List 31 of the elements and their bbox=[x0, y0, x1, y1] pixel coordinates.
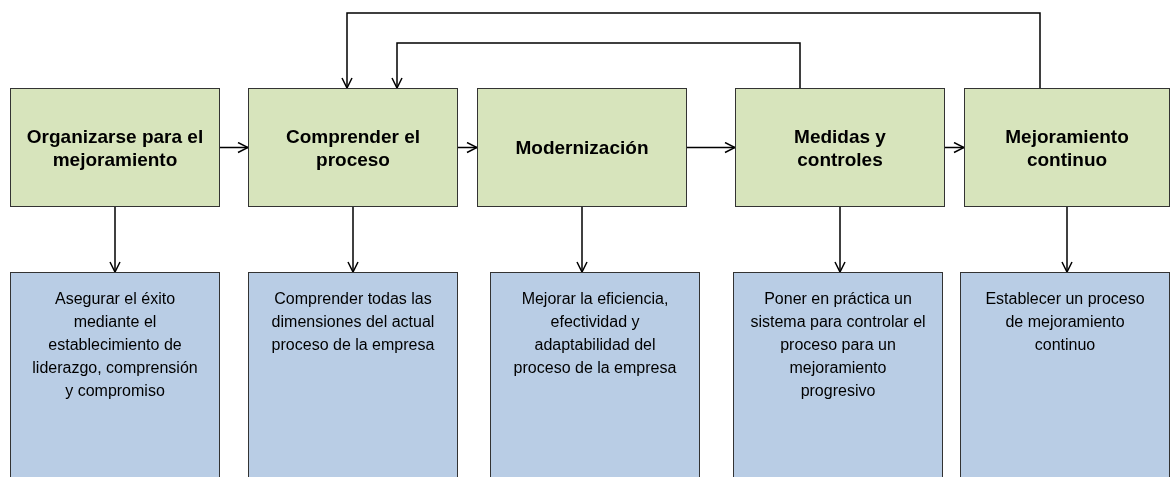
arrow bbox=[576, 206, 588, 273]
description-box bbox=[490, 272, 700, 477]
step-title: Medidas y controles bbox=[793, 124, 887, 171]
description-box bbox=[960, 272, 1170, 477]
arrow bbox=[347, 206, 359, 273]
process-box bbox=[10, 88, 220, 207]
process-box bbox=[964, 88, 1170, 207]
step-description: Establecer un proceso de mejoramiento continuo bbox=[984, 289, 1146, 355]
step-description: Asegurar el éxito mediante el establecimiento de liderazgo, comprensión y compromiso bbox=[31, 289, 199, 401]
step-title: Comprender el proceso bbox=[284, 124, 422, 171]
arrow bbox=[109, 206, 121, 273]
description-box bbox=[248, 272, 458, 477]
arrow bbox=[457, 141, 478, 154]
step-description: Comprender todas las dimensiones del actual proceso de la empresa bbox=[270, 289, 436, 355]
step-title: Mejoramiento continuo bbox=[1004, 124, 1130, 171]
arrow bbox=[219, 141, 249, 154]
description-box bbox=[733, 272, 943, 477]
arrow bbox=[341, 12, 1041, 89]
arrow bbox=[686, 141, 736, 154]
description-box bbox=[10, 272, 220, 477]
step-description: Poner en práctica un sistema para controlar el proceso para un mejoramiento progresivo bbox=[750, 289, 926, 401]
step-title: Modernización bbox=[515, 136, 649, 159]
step-title: Organizarse para el mejoramiento bbox=[25, 124, 205, 171]
process-box bbox=[735, 88, 945, 207]
arrow bbox=[1061, 206, 1073, 273]
process-box bbox=[477, 88, 687, 207]
arrow bbox=[834, 206, 846, 273]
arrow bbox=[391, 42, 801, 89]
arrow bbox=[944, 141, 965, 154]
step-description: Mejorar la eficiencia, efectividad y adaptabilidad del proceso de la empresa bbox=[512, 289, 678, 378]
process-box bbox=[248, 88, 458, 207]
